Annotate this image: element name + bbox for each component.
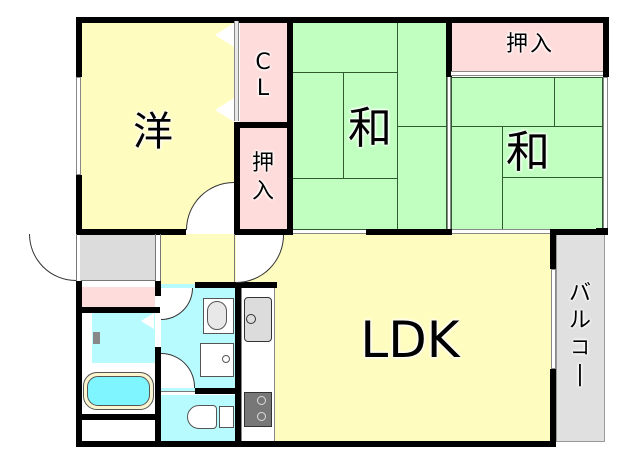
japanese-room-center xyxy=(292,21,447,230)
japanese-room-center-label: 和 xyxy=(348,103,392,154)
wall xyxy=(76,281,82,447)
oshiire-left-label-1: 押 xyxy=(251,151,274,176)
tatami-mat xyxy=(397,126,447,230)
small-storage xyxy=(80,420,155,442)
sliding-door xyxy=(452,229,552,234)
entrance-line xyxy=(76,234,77,281)
closet-door xyxy=(234,21,239,121)
wall xyxy=(76,307,160,313)
wall xyxy=(366,229,452,235)
hall-line xyxy=(234,234,235,284)
wash-basin-bowl xyxy=(207,301,227,330)
wall xyxy=(155,347,161,447)
door-marker-icon xyxy=(141,313,154,329)
tatami-mat xyxy=(502,177,603,230)
wall xyxy=(234,229,293,235)
balcony-char: コ xyxy=(570,335,590,359)
window xyxy=(551,269,556,369)
japanese-room-right-label: 和 xyxy=(506,127,550,178)
entrance-door-swing xyxy=(29,234,76,281)
wall xyxy=(76,17,608,23)
toilet-tank xyxy=(219,406,234,428)
hallway xyxy=(160,234,236,284)
oshiire-left xyxy=(240,128,287,230)
balcony-char: | xyxy=(576,362,584,387)
wall xyxy=(76,441,556,447)
wall xyxy=(235,282,241,447)
wall xyxy=(76,17,82,77)
oshiire-top-right xyxy=(451,21,603,72)
drain-icon xyxy=(222,355,230,363)
tatami-mat xyxy=(397,21,447,127)
entrance-floor xyxy=(80,234,155,281)
balcony-char: バ xyxy=(568,281,591,306)
bathtub-basin xyxy=(87,376,150,406)
sink-drain xyxy=(246,314,256,324)
door-marker-icon xyxy=(215,98,234,122)
oshiire-top-right-label: 押入 xyxy=(505,32,554,57)
closet-label: C L xyxy=(248,50,278,102)
wall xyxy=(234,122,292,128)
wall xyxy=(76,175,82,235)
oshiire-door xyxy=(451,71,603,76)
wall xyxy=(550,229,608,235)
entrance-line xyxy=(81,280,156,281)
balcony-char: ル xyxy=(568,308,591,333)
oshiire-left-label-2: 入 xyxy=(251,179,274,204)
tatami-mat xyxy=(451,77,555,127)
wall xyxy=(155,281,161,296)
sliding-door xyxy=(293,230,366,234)
wall xyxy=(195,388,240,394)
ldk-label: LDK xyxy=(360,311,460,369)
closet xyxy=(240,21,287,122)
window xyxy=(76,77,81,175)
shower-icon xyxy=(93,332,100,344)
window xyxy=(603,77,608,230)
wall xyxy=(550,369,556,446)
wall xyxy=(76,229,186,235)
bathroom-dry-strip xyxy=(80,313,92,363)
tatami-mat xyxy=(292,178,398,230)
tatami-mat xyxy=(292,72,344,179)
hall-line xyxy=(160,234,161,284)
closet-label-c: C xyxy=(255,50,271,75)
wall xyxy=(603,17,609,77)
entrance-line xyxy=(155,234,156,284)
western-room-label: 洋 xyxy=(133,109,173,155)
tatami-mat xyxy=(292,21,398,73)
toilet-icon xyxy=(187,405,217,429)
toilet-door-line xyxy=(161,391,195,392)
shoe-closet xyxy=(80,287,155,307)
tatami-mat xyxy=(451,126,503,230)
tatami-mat xyxy=(554,77,603,127)
japanese-room-right xyxy=(451,77,603,230)
balcony-label: バ ル コ | xyxy=(565,280,595,388)
wall xyxy=(76,414,160,420)
wall xyxy=(550,229,556,269)
burner xyxy=(257,412,266,421)
fusuma xyxy=(447,77,451,230)
ldk-room xyxy=(236,234,551,442)
closet-label-l: L xyxy=(256,76,270,101)
door-marker-icon xyxy=(215,23,234,47)
oshiire-left-label: 押 入 xyxy=(248,150,278,206)
wall xyxy=(446,17,452,77)
burner xyxy=(257,396,266,405)
balcony xyxy=(556,234,605,442)
wall xyxy=(234,122,240,235)
